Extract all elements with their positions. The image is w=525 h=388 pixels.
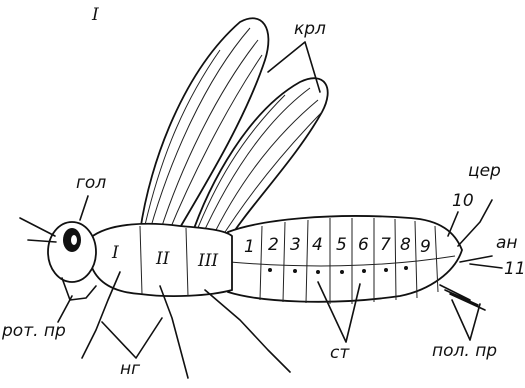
abd-seg-9: 9 [420,237,431,257]
abd-seg-5: 5 [336,235,347,255]
leader-head [80,196,88,220]
label-anus: ан [496,233,518,253]
label-wings: крл [294,19,326,39]
abd-seg-4: 4 [312,235,323,255]
abd-seg-2: 2 [268,235,279,255]
thorax-seg-3: III [197,251,218,271]
label-genital: пол. пр [432,341,497,361]
leader-11 [470,264,502,268]
thorax-seg-1: I [111,243,119,263]
label-spiracles: ст [330,343,350,363]
abd-seg-8: 8 [400,235,411,255]
label-cerci: цер [468,161,501,181]
head [20,218,96,282]
thorax-seg-2: II [155,249,170,269]
leader-mouthparts [58,296,72,322]
abd-seg-7: 7 [380,235,391,255]
abd-seg-6: 6 [358,235,369,255]
label-mouthparts: рот. пр [1,321,66,341]
abd-seg-1: 1 [244,237,255,257]
abd-seg-3: 3 [290,235,301,255]
abdomen [228,216,462,304]
label-legs: нг [120,359,140,379]
label-head: гол [76,173,106,193]
leader-legs [102,318,162,358]
wings [140,18,328,245]
figure-number: I [91,5,99,25]
label-11: 11 [504,259,525,279]
leader-10 [448,212,458,236]
label-10: 10 [452,191,474,211]
